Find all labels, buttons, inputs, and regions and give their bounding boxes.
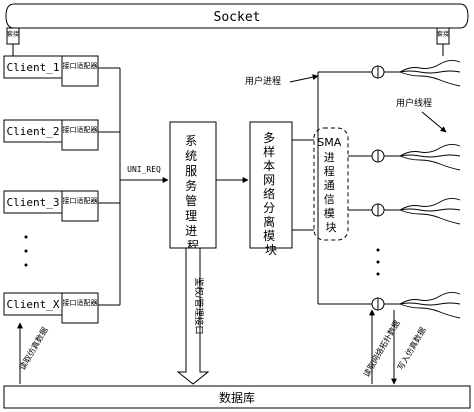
multi-sample-label: 多 样 本 网 络 分 离 模 块 — [263, 131, 279, 257]
client-1-name: Client_1 — [7, 61, 60, 74]
client-x-interface: 接口适配器 — [63, 298, 98, 307]
client-x-name: Client_X — [7, 298, 60, 311]
thread-fans — [399, 59, 461, 319]
sma-bus — [292, 71, 400, 305]
client-3-name: Client_3 — [7, 196, 60, 209]
user-thread-label: 用户线程 — [396, 97, 432, 109]
sma-label: SMA 进 程 通 信 模 块 — [317, 136, 345, 234]
read-sim-data-label: 读取仿真数据 — [17, 325, 50, 372]
auth-interface-arrow: 鉴权/管理接口 — [176, 247, 210, 385]
read-sim-data-arrow: 读取仿真数据 — [17, 322, 50, 384]
socket-right-label: 套接 — [437, 30, 449, 38]
client-1: Client_1 接口适配器 — [3, 55, 99, 87]
client-bus: UNI_REQ — [98, 67, 169, 306]
socket-right-connector: 套接 — [436, 27, 450, 45]
database-bar: 数据库 — [3, 385, 471, 409]
process-ellipsis — [376, 248, 380, 276]
auth-interface-label: 鉴权/管理接口 — [193, 277, 205, 334]
system-service-box: 系 统 服 务 管 理 进 程 — [169, 121, 217, 253]
uni-req-label: UNI_REQ — [127, 165, 161, 174]
user-process-label: 用户进程 — [245, 75, 281, 87]
client-3: Client_3 接口适配器 — [3, 190, 99, 222]
client-x: Client_X 接口适配器 — [3, 292, 99, 324]
socket-left-connector: 套接 — [6, 27, 20, 45]
client-2-interface: 接口适配器 — [63, 125, 98, 134]
client-1-interface: 接口适配器 — [63, 61, 98, 70]
socket-label: Socket — [214, 10, 261, 25]
sma-module: SMA 进 程 通 信 模 块 — [313, 127, 349, 241]
client-ellipsis — [24, 235, 28, 267]
read-network-data-arrow: 读取网络拓扑数据 — [361, 309, 402, 384]
socket-bar: Socket — [5, 3, 469, 29]
write-sim-data-label: 写入仿真数据 — [395, 325, 428, 372]
read-network-data-label: 读取网络拓扑数据 — [361, 318, 402, 378]
process-circles — [371, 65, 385, 311]
socket-left-label: 套接 — [7, 30, 19, 38]
system-service-label: 系 统 服 务 管 理 进 程 — [185, 134, 201, 253]
client-3-interface: 接口适配器 — [63, 196, 98, 205]
write-sim-data-arrow: 写入仿真数据 — [391, 310, 428, 385]
database-label: 数据库 — [219, 390, 255, 405]
multi-sample-box: 多 样 本 网 络 分 离 模 块 — [249, 121, 293, 257]
client-2-name: Client_2 — [7, 125, 60, 138]
client-2: Client_2 接口适配器 — [3, 119, 99, 151]
